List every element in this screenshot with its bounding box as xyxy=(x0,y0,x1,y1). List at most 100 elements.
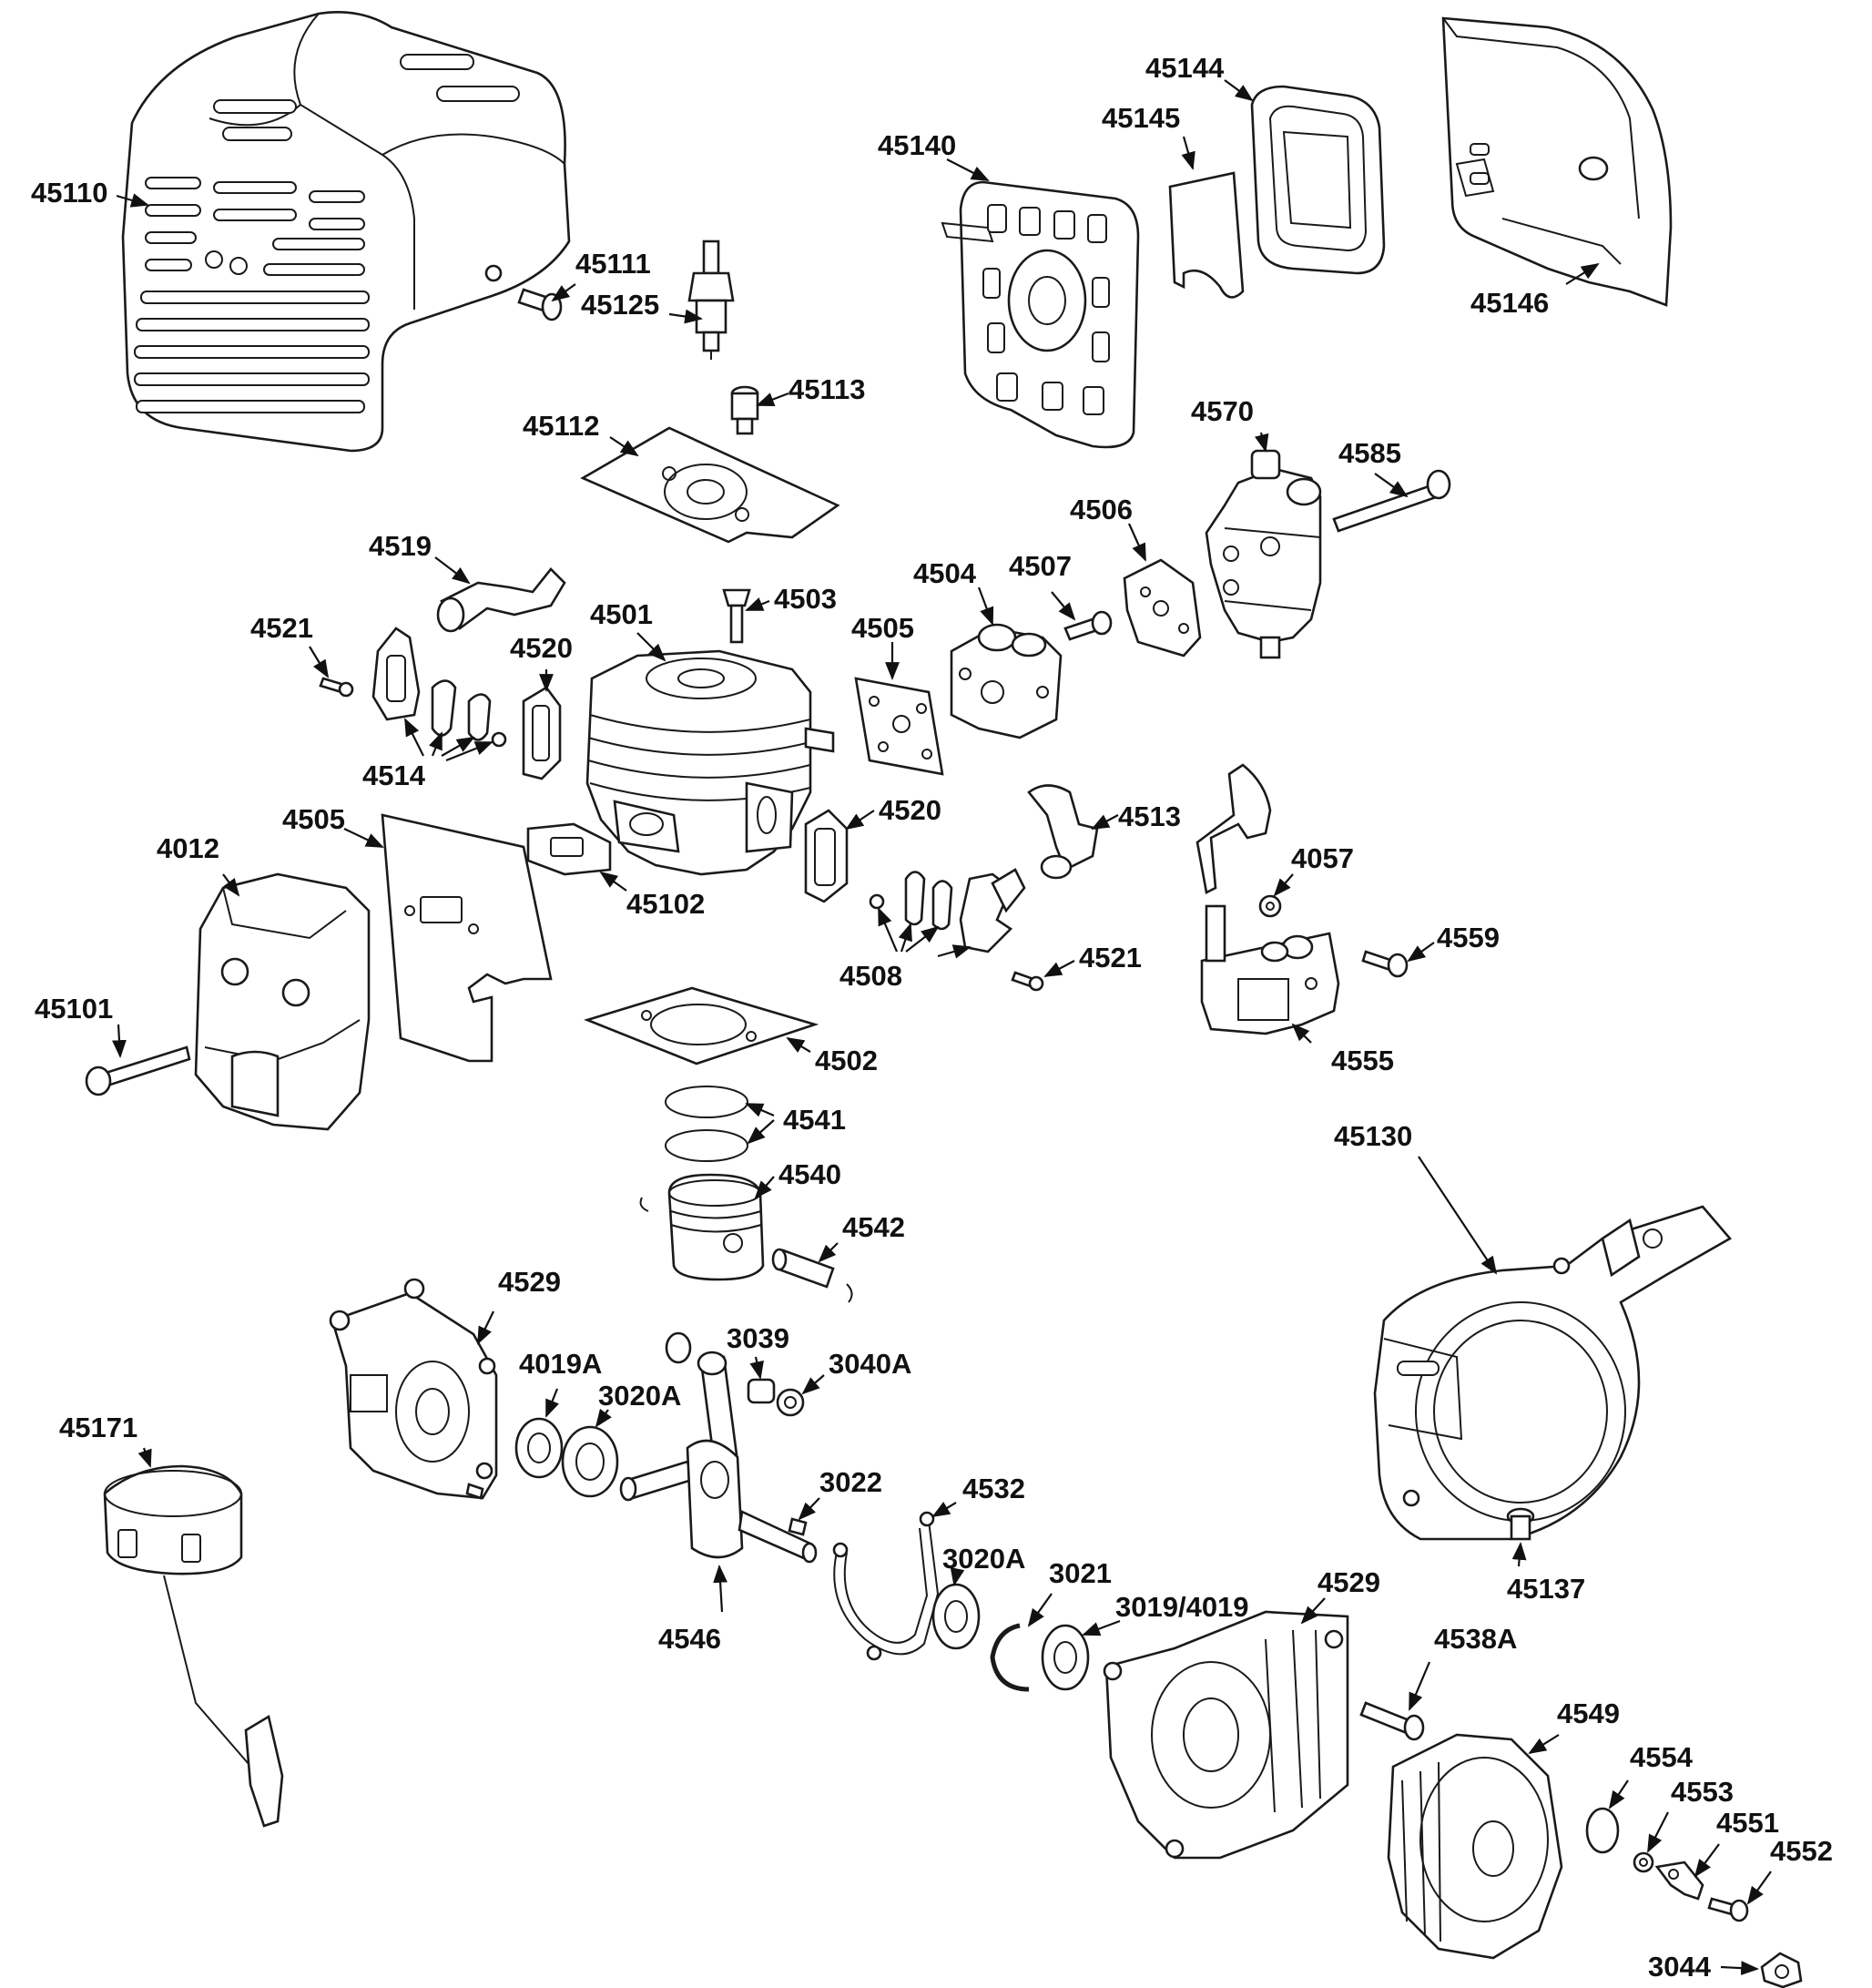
label-45110: 45110 xyxy=(31,177,108,209)
label-4507: 4507 xyxy=(1009,550,1072,582)
washer-4553-part xyxy=(1633,1851,1654,1873)
label-45101: 45101 xyxy=(35,993,113,1025)
label-3044: 3044 xyxy=(1648,1951,1712,1983)
label-4541: 4541 xyxy=(783,1104,846,1136)
screw-45137-part xyxy=(1506,1507,1535,1541)
bearing-4019A-part xyxy=(514,1417,564,1479)
air-filter-cover-part xyxy=(1441,16,1673,307)
fuel-cap-part xyxy=(103,1464,284,1828)
label-4520-lower: 4520 xyxy=(879,794,941,826)
label-4520-upper: 4520 xyxy=(510,632,573,664)
label-4549: 4549 xyxy=(1557,1697,1620,1729)
gasket-4505-large-part xyxy=(381,813,553,1063)
washer-4057-part xyxy=(1258,894,1282,918)
label-4513: 4513 xyxy=(1118,800,1181,832)
label-45137: 45137 xyxy=(1507,1573,1585,1605)
screw-4559-part xyxy=(1361,950,1409,978)
gasket-4505-top-part xyxy=(854,677,944,776)
label-45130: 45130 xyxy=(1334,1120,1412,1152)
label-4585: 4585 xyxy=(1338,437,1401,469)
gasket-4506-part xyxy=(1123,558,1202,658)
label-4505-large: 4505 xyxy=(282,803,345,835)
screw-4521-top-part xyxy=(319,677,354,698)
label-4538A: 4538A xyxy=(1434,1623,1517,1655)
crankcase-gasket-part xyxy=(832,1511,940,1661)
label-45140: 45140 xyxy=(878,129,956,161)
label-45111: 45111 xyxy=(575,248,651,280)
recoil-starter-housing-part xyxy=(1373,1205,1733,1541)
label-45146: 45146 xyxy=(1470,287,1549,319)
gasket-set-4508-part xyxy=(869,868,1026,953)
label-3020A-right: 3020A xyxy=(942,1543,1025,1575)
label-4532: 4532 xyxy=(962,1473,1025,1504)
seal-3019-part xyxy=(1041,1624,1090,1691)
bolt-4503-part xyxy=(722,588,751,644)
plate-4554-part xyxy=(1585,1807,1620,1854)
key-3022-part xyxy=(788,1517,808,1536)
elbow-tube-part xyxy=(1027,784,1099,880)
label-4542: 4542 xyxy=(842,1211,905,1243)
bolt-45113-part xyxy=(730,385,759,435)
label-4529-right: 4529 xyxy=(1318,1566,1380,1598)
label-3019-4019: 3019/4019 xyxy=(1115,1591,1249,1623)
label-4553: 4553 xyxy=(1671,1776,1734,1808)
muffler-gasket-part xyxy=(526,822,612,876)
filter-gasket-part xyxy=(1168,171,1245,299)
label-45144: 45144 xyxy=(1145,52,1225,84)
label-4559: 4559 xyxy=(1437,922,1500,953)
gasket-45112-part xyxy=(580,426,840,544)
cover-grille-slots xyxy=(134,54,520,413)
carburetor-part xyxy=(1205,449,1322,659)
carburetor-bolt-part xyxy=(1332,469,1451,533)
label-4540: 4540 xyxy=(778,1158,841,1190)
label-4012: 4012 xyxy=(157,832,219,864)
label-45113: 45113 xyxy=(788,373,866,405)
engine-cover-part xyxy=(121,11,571,453)
washer-3040A-part xyxy=(776,1388,805,1417)
screw-45111-part xyxy=(517,288,563,321)
leader-lines xyxy=(112,79,1772,1976)
label-4570: 4570 xyxy=(1191,395,1254,427)
label-4501: 4501 xyxy=(590,598,653,630)
label-4519: 4519 xyxy=(369,530,432,562)
label-45125: 45125 xyxy=(581,289,659,321)
part-number-labels: 45110 45111 45125 45113 45112 45140 4514… xyxy=(31,52,1833,1983)
label-4514: 4514 xyxy=(362,760,426,791)
crankcase-right-part xyxy=(1103,1610,1349,1860)
muffler-part xyxy=(194,872,371,1131)
nut-3044-part xyxy=(1760,1952,1803,1988)
cylinder-part xyxy=(585,649,835,876)
label-3020A-left: 3020A xyxy=(598,1380,681,1412)
label-4521-lower: 4521 xyxy=(1079,942,1142,974)
bearing-3020A-right-part xyxy=(931,1583,981,1650)
label-45145: 45145 xyxy=(1102,102,1180,134)
flywheel-part xyxy=(1387,1733,1563,1960)
label-3040A: 3040A xyxy=(829,1348,911,1380)
insulator-block-part xyxy=(950,623,1063,739)
fuel-line-part xyxy=(1195,763,1272,894)
label-3021: 3021 xyxy=(1049,1557,1112,1589)
screw-4521-lower-part xyxy=(1011,971,1044,992)
label-4552: 4552 xyxy=(1770,1835,1833,1867)
label-4551: 4551 xyxy=(1716,1807,1779,1839)
piston-pin-part xyxy=(771,1248,853,1303)
muffler-bolt-part xyxy=(85,1045,191,1096)
gasket-4520-upper-part xyxy=(522,686,562,780)
bolt-4538A-part xyxy=(1359,1701,1425,1741)
gasket-4520-lower-part xyxy=(804,809,849,903)
label-45171: 45171 xyxy=(59,1412,137,1443)
label-4546: 4546 xyxy=(658,1623,721,1655)
screw-4552-part xyxy=(1707,1897,1749,1922)
label-4502: 4502 xyxy=(815,1045,878,1076)
label-4506: 4506 xyxy=(1070,494,1133,525)
circlip-3021-part xyxy=(990,1623,1030,1692)
spark-plug-part xyxy=(687,240,735,360)
pawl-4551-part xyxy=(1654,1861,1704,1901)
label-4554: 4554 xyxy=(1630,1741,1694,1773)
label-4505-top: 4505 xyxy=(851,612,914,644)
label-4521-top: 4521 xyxy=(250,612,313,644)
label-3039: 3039 xyxy=(727,1322,789,1354)
bearing-3020A-left-part xyxy=(561,1425,619,1498)
label-45112: 45112 xyxy=(523,410,600,442)
